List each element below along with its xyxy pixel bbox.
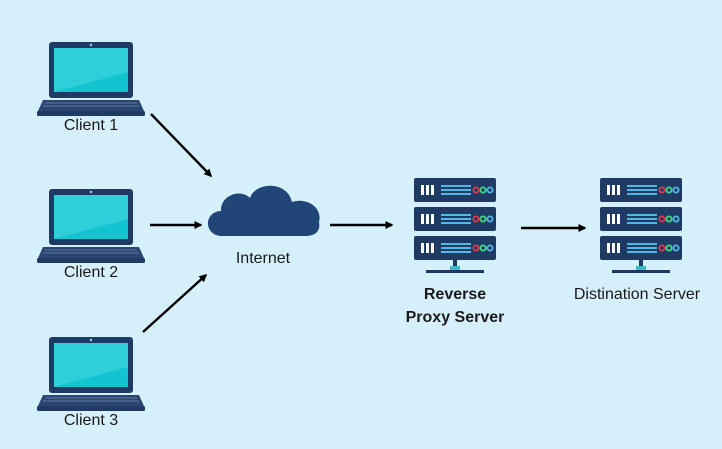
client-3-laptop-icon: [36, 336, 146, 412]
client-2-laptop-icon: [36, 188, 146, 264]
destination-server-label: Distination Server: [573, 286, 701, 303]
internet-label: Internet: [235, 250, 291, 267]
arrow-client3-to-internet: [142, 273, 208, 333]
client-1-laptop-icon: [36, 41, 146, 117]
reverse-proxy-server-icon: [414, 178, 496, 273]
client-2-label: Client 2: [63, 264, 119, 281]
arrow-client1-to-internet: [150, 113, 213, 178]
destination-server-icon: [600, 178, 682, 273]
internet-cloud-icon: [207, 185, 320, 236]
client-1-label: Client 1: [63, 117, 119, 134]
proxy-label-line1: Reverse: [423, 286, 487, 303]
proxy-label-line2: Proxy Server: [405, 309, 505, 326]
client-3-label: Client 3: [63, 412, 119, 429]
